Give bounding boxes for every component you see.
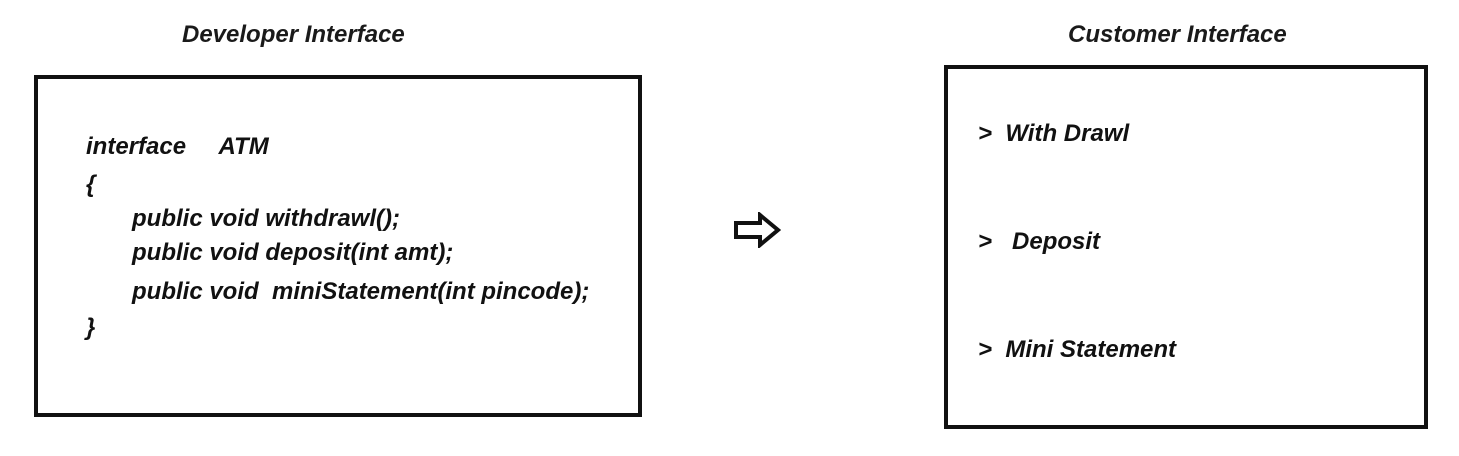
- code-line-open-brace: {: [86, 171, 96, 198]
- code-line-ministatement-method: public void miniStatement(int pincode);: [132, 278, 590, 305]
- menu-item-mini-statement[interactable]: > Mini Statement: [978, 336, 1177, 363]
- code-line-interface-declaration: interface ATM: [86, 133, 269, 160]
- right-arrow-outline-icon: [734, 212, 781, 248]
- developer-interface-heading: Developer Interface: [182, 21, 405, 48]
- code-line-deposit-method: public void deposit(int amt);: [132, 239, 454, 266]
- menu-item-deposit[interactable]: > Deposit: [978, 228, 1101, 255]
- customer-interface-box: > With Drawl > Deposit > Mini Statement: [944, 65, 1428, 429]
- customer-interface-heading: Customer Interface: [1068, 21, 1287, 48]
- code-line-withdrawl-method: public void withdrawl();: [132, 205, 400, 232]
- developer-interface-box: interface ATM { public void withdrawl();…: [34, 75, 642, 417]
- code-line-close-brace: }: [86, 314, 96, 341]
- menu-item-with-drawl[interactable]: > With Drawl: [978, 120, 1130, 147]
